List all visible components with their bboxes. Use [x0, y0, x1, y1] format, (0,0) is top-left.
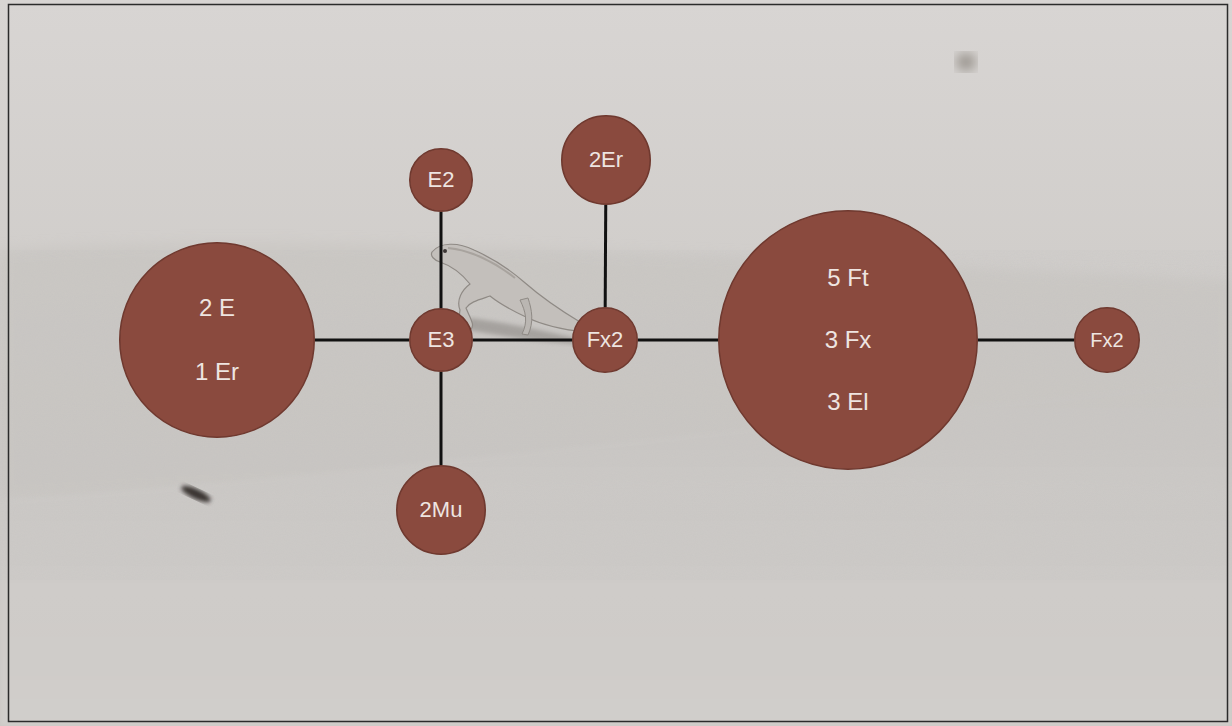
connector-line: [440, 372, 443, 465]
count-circle: Fx2: [1074, 307, 1140, 373]
text-stack: Fx2: [1074, 307, 1140, 373]
connector-line: [440, 212, 443, 308]
text-stack: 2Er: [561, 115, 651, 205]
circle-fill: [573, 308, 638, 373]
node-text: Fx2: [587, 329, 624, 351]
circle-fill: [410, 309, 473, 372]
text-stack: 2Mu: [396, 465, 486, 555]
lizard-eye: [443, 249, 447, 253]
dark-speck: [956, 53, 976, 71]
node-text: E2: [428, 169, 455, 191]
node-text: 2Mu: [420, 499, 463, 521]
photo-frame: [9, 5, 1228, 722]
text-stack: Fx2: [572, 307, 638, 373]
circle-fill: [410, 149, 473, 212]
count-circle: 2 E 1 Er: [119, 242, 315, 438]
node-text: E3: [428, 329, 455, 351]
lizard-stripe: [448, 248, 515, 278]
dark-speck: [179, 483, 212, 506]
circle-outline: [119, 242, 315, 438]
count-circle: Fx2: [572, 307, 638, 373]
connector-line: [315, 339, 409, 342]
node-text: 5 Ft: [827, 266, 868, 290]
text-stack: E2: [409, 148, 473, 212]
lizard-leg: [520, 298, 532, 335]
count-circle: E2: [409, 148, 473, 212]
circle-fill: [1075, 308, 1140, 373]
count-circle: 2Er: [561, 115, 651, 205]
text-stack: 5 Ft 3 Fx 3 El: [718, 210, 978, 470]
count-circle: 2Mu: [396, 465, 486, 555]
node-text: Fx2: [1090, 330, 1123, 350]
text-stack: E3: [409, 308, 473, 372]
circle-fill: [562, 116, 651, 205]
connector-line: [473, 339, 572, 342]
connector-line: [604, 205, 608, 307]
node-text: 1 Er: [195, 360, 239, 384]
circle-fill: [397, 466, 486, 555]
count-circle: E3: [409, 308, 473, 372]
circle-fill: [719, 211, 978, 470]
node-text: 3 El: [827, 390, 868, 414]
circle-fill: [120, 243, 315, 438]
text-stack: 2 E 1 Er: [119, 242, 315, 438]
connector-line: [638, 339, 718, 342]
connector-line: [978, 339, 1074, 342]
node-text: 3 Fx: [825, 328, 872, 352]
node-text: 2 E: [199, 296, 235, 320]
count-circle: 5 Ft 3 Fx 3 El: [718, 210, 978, 470]
node-text: 2Er: [589, 149, 623, 171]
